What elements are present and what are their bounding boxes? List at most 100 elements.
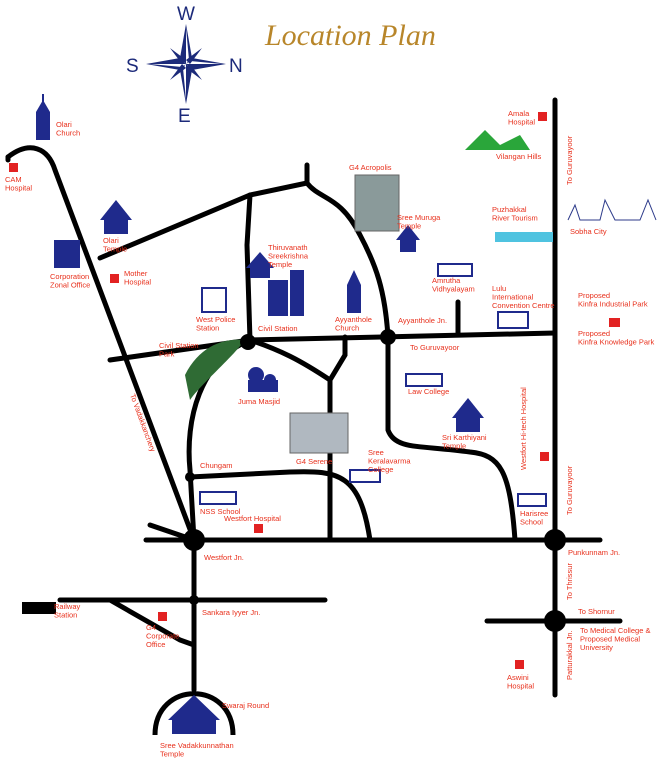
office-icon — [158, 612, 167, 621]
label-punkunnam-jn: Punkunnam Jn. — [568, 548, 620, 557]
office-icon — [609, 318, 620, 327]
hospital-icon — [540, 452, 549, 461]
label-nss-school: NSS School — [200, 507, 241, 516]
train-icon — [22, 602, 56, 614]
road-acropolis — [304, 180, 391, 340]
junction-westfort — [183, 529, 205, 551]
label-westfort-hospital: Westfort Hospital — [224, 514, 281, 523]
temple-icon — [452, 398, 484, 432]
label-to-thrissur: To Thrissur — [565, 563, 574, 600]
label-swaraj-round: Swaraj Round — [222, 701, 269, 710]
road-civil-north — [244, 192, 253, 343]
compass-west: W — [177, 4, 195, 25]
hospital-markers — [9, 112, 620, 669]
label-law-college: Law College — [408, 387, 449, 396]
skyline-icon — [567, 198, 657, 221]
building-icon — [268, 270, 304, 316]
label-g4-acropolis: G4 Acropolis — [349, 163, 392, 172]
junction-chungam — [185, 472, 195, 482]
building-icon — [54, 240, 80, 268]
hospital-icon — [538, 112, 547, 121]
label-westfort-jn: Westfort Jn. — [204, 553, 244, 562]
church-icon — [347, 270, 361, 313]
building-icon — [405, 373, 443, 387]
hills-icon — [465, 130, 530, 150]
temple-icon — [100, 200, 132, 234]
label-to-guruvayoor-right: To Guruvayoor — [565, 465, 574, 515]
hospital-icon — [110, 274, 119, 283]
building-icon — [349, 469, 381, 483]
map-title: Location Plan — [264, 19, 436, 52]
label-to-shornur: To Shornur — [578, 607, 615, 616]
label-g4-serene: G4 Serene — [296, 457, 332, 466]
compass-north: N — [229, 56, 243, 77]
park-icon — [185, 339, 245, 400]
label-civil-station: Civil Station — [258, 324, 298, 333]
hospital-icon — [515, 660, 524, 669]
swaraj-round-arc — [152, 691, 236, 736]
label-juma-masjid: Juma Masjid — [238, 397, 280, 406]
junction-ayyanthole — [380, 329, 396, 345]
junction-civil — [240, 334, 256, 350]
temple-icon — [396, 225, 420, 252]
compass-east: E — [178, 106, 191, 127]
hospital-icon — [9, 163, 18, 172]
g4-serene-image — [289, 412, 349, 454]
road-masjid — [247, 337, 333, 383]
junction-patturakkal — [544, 610, 566, 632]
building-icon — [497, 311, 529, 329]
label-to-guruvayoor-mid: To Guruvayoor — [410, 343, 460, 352]
compass-rose-icon — [146, 24, 226, 104]
roads — [5, 97, 623, 698]
river-icon — [495, 232, 553, 242]
office-icon — [254, 524, 263, 533]
label-vilangan-hills: Vilangan Hills — [496, 152, 542, 161]
label-sobha-city: Sobha City — [570, 227, 607, 236]
label-to-guruvayoor-top: To Guruvayoor — [565, 135, 574, 185]
junctions — [183, 329, 566, 632]
church-icon — [36, 94, 50, 140]
mosque-icon — [248, 367, 278, 392]
building-icon — [201, 287, 227, 313]
road-olari — [5, 145, 197, 543]
junction-sankara — [189, 595, 199, 605]
compass-south: S — [126, 56, 139, 77]
temple-icon — [168, 695, 220, 734]
label-westfort-hitech: Westfort Hi-tech Hospital — [519, 387, 528, 470]
road-chungam — [187, 469, 373, 543]
building-icon — [437, 263, 473, 277]
label-patturakkal: Patturakkal Jn. — [565, 630, 574, 680]
road-karthiyani — [385, 334, 518, 543]
junction-punkunnam — [544, 529, 566, 551]
building-icon — [199, 491, 237, 505]
road-railway-spur — [107, 597, 197, 648]
road-ayyanthole — [245, 330, 558, 343]
building-icon — [517, 493, 547, 507]
label-sankara-iyyer: Sankara Iyyer Jn. — [202, 608, 260, 617]
label-ayyanthole-jn: Ayyanthole Jn. — [398, 316, 447, 325]
